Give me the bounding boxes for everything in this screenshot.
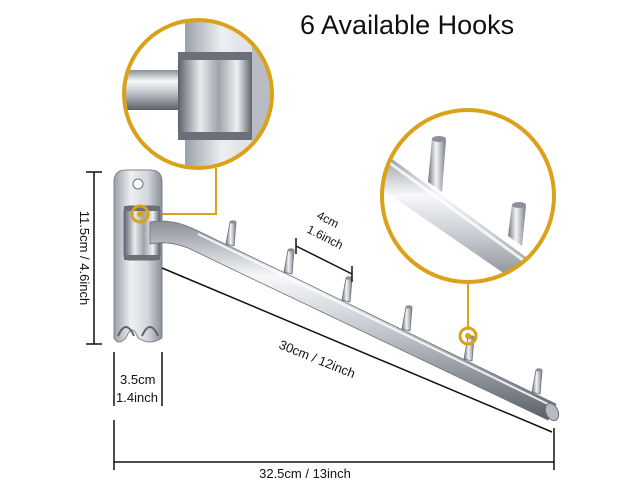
hook-pin-3 — [341, 277, 353, 303]
plate-width-cm-label: 3.5cm — [120, 372, 155, 387]
total-span-label: 32.5cm / 13inch — [259, 466, 351, 480]
hook-pin-tip-4 — [405, 305, 413, 309]
hook-pin-2 — [283, 249, 295, 275]
hook-spacing-in-label: 1.6inch — [305, 222, 346, 252]
hook-pin-4 — [401, 306, 413, 332]
hook-pin-tip-1 — [229, 220, 237, 224]
callout-leader-lines — [140, 168, 469, 330]
hook-pin-tip-6 — [535, 368, 543, 372]
callout-markers — [130, 204, 478, 346]
product-title: 6 Available Hooks — [300, 10, 515, 40]
hook-rack — [113, 169, 560, 422]
hook-pin-tip-2 — [287, 248, 295, 252]
hook-pin-6 — [531, 369, 543, 395]
hook-pin-5 — [463, 336, 475, 362]
arm-length-label: 30cm / 12inch — [277, 337, 358, 381]
hook-pin-tip-3 — [345, 276, 353, 280]
hooks-zoom-callout — [380, 108, 556, 284]
height-label: 11.5cm / 4.6inch — [77, 211, 92, 305]
hook-pin-1 — [225, 221, 237, 247]
plate-width-in-label: 1.4inch — [116, 390, 158, 405]
dimension-lines — [86, 171, 555, 470]
